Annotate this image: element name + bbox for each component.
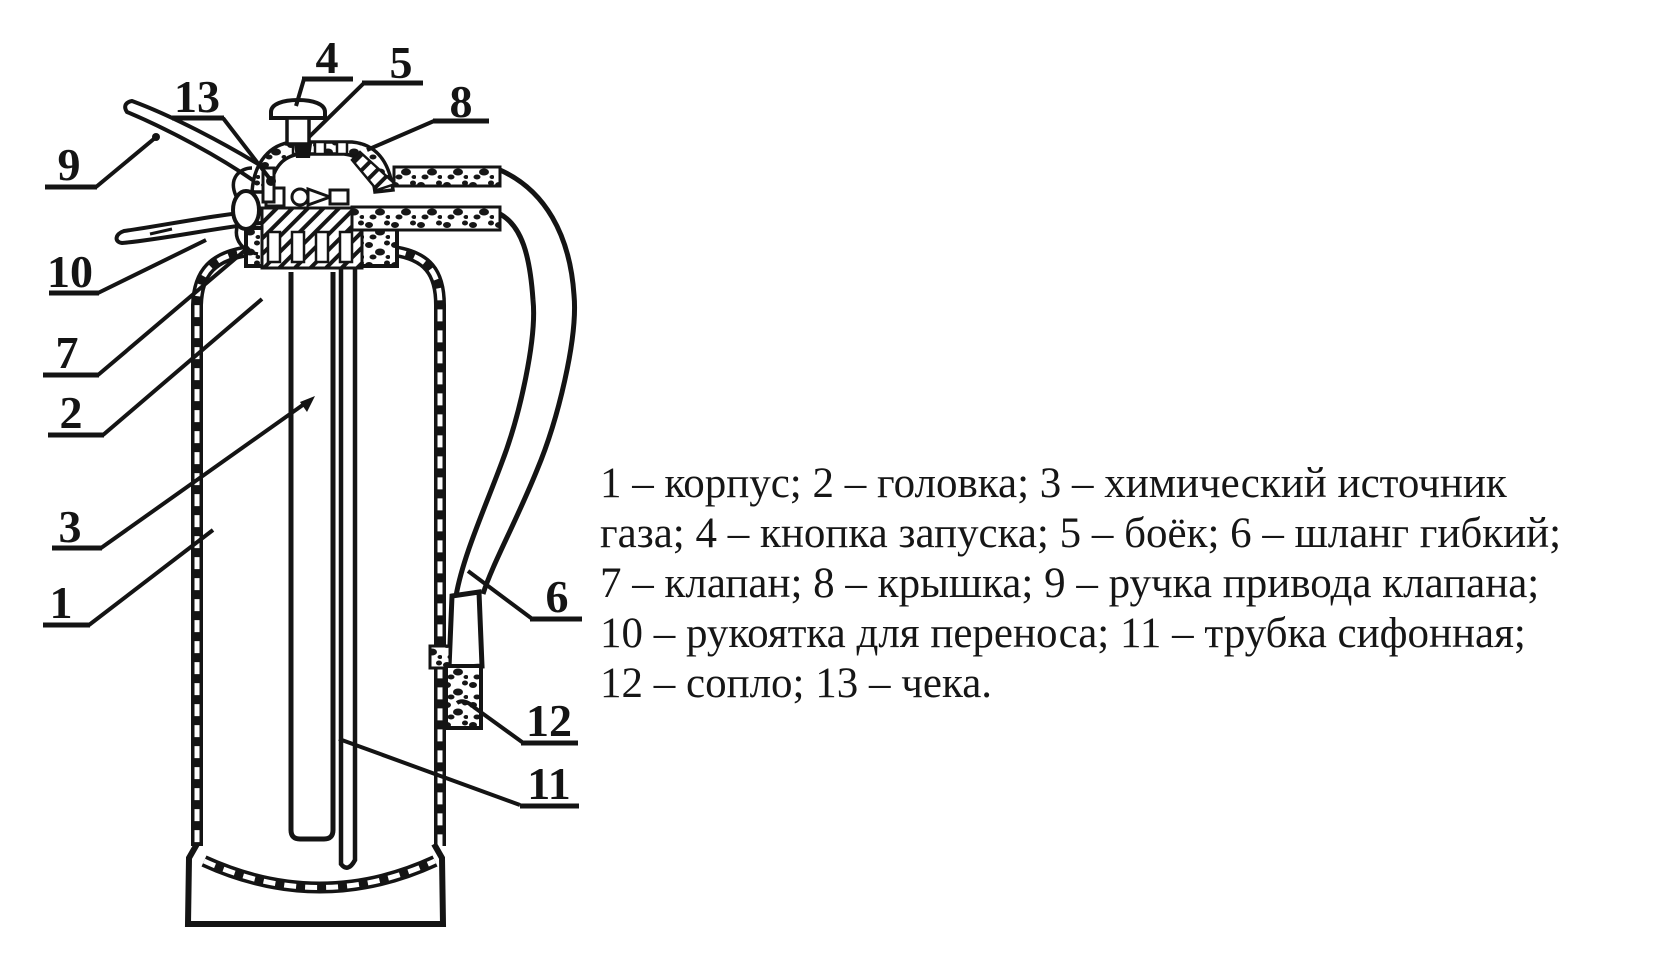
- callouts: 4 5 8 13 9 10: [43, 32, 582, 809]
- callout-6: 6: [466, 569, 582, 622]
- lever-pivot: [231, 189, 261, 231]
- legend-line-2: газа; 4 – кнопка запуска; 5 – боёк; 6 – …: [600, 510, 1561, 557]
- carry-handle: [114, 207, 273, 246]
- vessel-body: [184, 245, 447, 927]
- base-ring: [184, 842, 447, 927]
- nozzle-bracket: [428, 644, 452, 670]
- callout-label-13: 13: [174, 71, 220, 122]
- callout-11: 11: [338, 737, 579, 809]
- callout-label-11: 11: [527, 758, 570, 809]
- outlet-band-lower: [350, 205, 502, 232]
- handle-tip-fold: [149, 227, 173, 236]
- levers: [114, 98, 274, 246]
- callout-label-12: 12: [526, 695, 572, 746]
- hose-outer: [480, 167, 577, 595]
- callout-label-9: 9: [58, 139, 81, 190]
- callout-4: 4: [294, 32, 353, 107]
- valve-parts: [264, 186, 350, 208]
- bottom-dome: [201, 855, 438, 894]
- callout-12: 12: [455, 695, 578, 746]
- callout-label-5: 5: [390, 37, 413, 88]
- internal-tubes: [288, 268, 358, 870]
- callout-1: 1: [43, 528, 215, 628]
- body-wall-texture: [194, 248, 443, 846]
- callout-13: 13: [172, 71, 276, 186]
- callout-2: 2: [48, 297, 264, 438]
- callout-9: 9: [45, 133, 160, 190]
- gas-cartridge-tube: [288, 272, 336, 842]
- callout-5: 5: [307, 37, 423, 139]
- legend-line-1: 1 – корпус; 2 – головка; 3 – химический …: [600, 460, 1507, 507]
- callout-label-10: 10: [47, 246, 93, 297]
- callout-label-8: 8: [450, 76, 473, 127]
- bottom-dome-texture: [202, 858, 437, 890]
- callout-label-4: 4: [316, 32, 339, 83]
- legend-line-4: 10 – рукоятка для переноса; 11 – трубка …: [600, 610, 1526, 657]
- legend-line-3: 7 – клапан; 8 – крышка; 9 – ручка привод…: [600, 560, 1539, 607]
- callout-10: 10: [47, 238, 207, 297]
- callout-label-2: 2: [60, 387, 83, 438]
- flange-slots: [266, 230, 354, 264]
- pivot-links: [231, 166, 259, 256]
- body-wall: [191, 245, 446, 846]
- callout-label-6: 6: [546, 571, 569, 622]
- legend-line-5: 12 – сопло; 13 – чека.: [600, 660, 992, 707]
- callout-3: 3: [52, 396, 315, 552]
- callout-label-3: 3: [59, 501, 82, 552]
- hose-coupling: [446, 589, 485, 671]
- callout-label-7: 7: [56, 327, 79, 378]
- head-assembly: [231, 97, 502, 270]
- outlet-band-upper: [392, 165, 502, 188]
- striker: [294, 144, 312, 158]
- cap-right-wedge: [350, 150, 398, 192]
- button-stem: [285, 116, 311, 146]
- callout-label-1: 1: [50, 577, 73, 628]
- legend-block: 1 – корпус; 2 – головка; 3 – химический …: [600, 460, 1561, 707]
- hose-inner: [453, 211, 537, 597]
- hose-group: [428, 167, 577, 730]
- siphon-tube: [338, 268, 358, 870]
- callout-8: 8: [366, 76, 489, 152]
- nozzle: [444, 664, 483, 730]
- callout-7: 7: [43, 245, 251, 378]
- valve-lever: [123, 98, 274, 192]
